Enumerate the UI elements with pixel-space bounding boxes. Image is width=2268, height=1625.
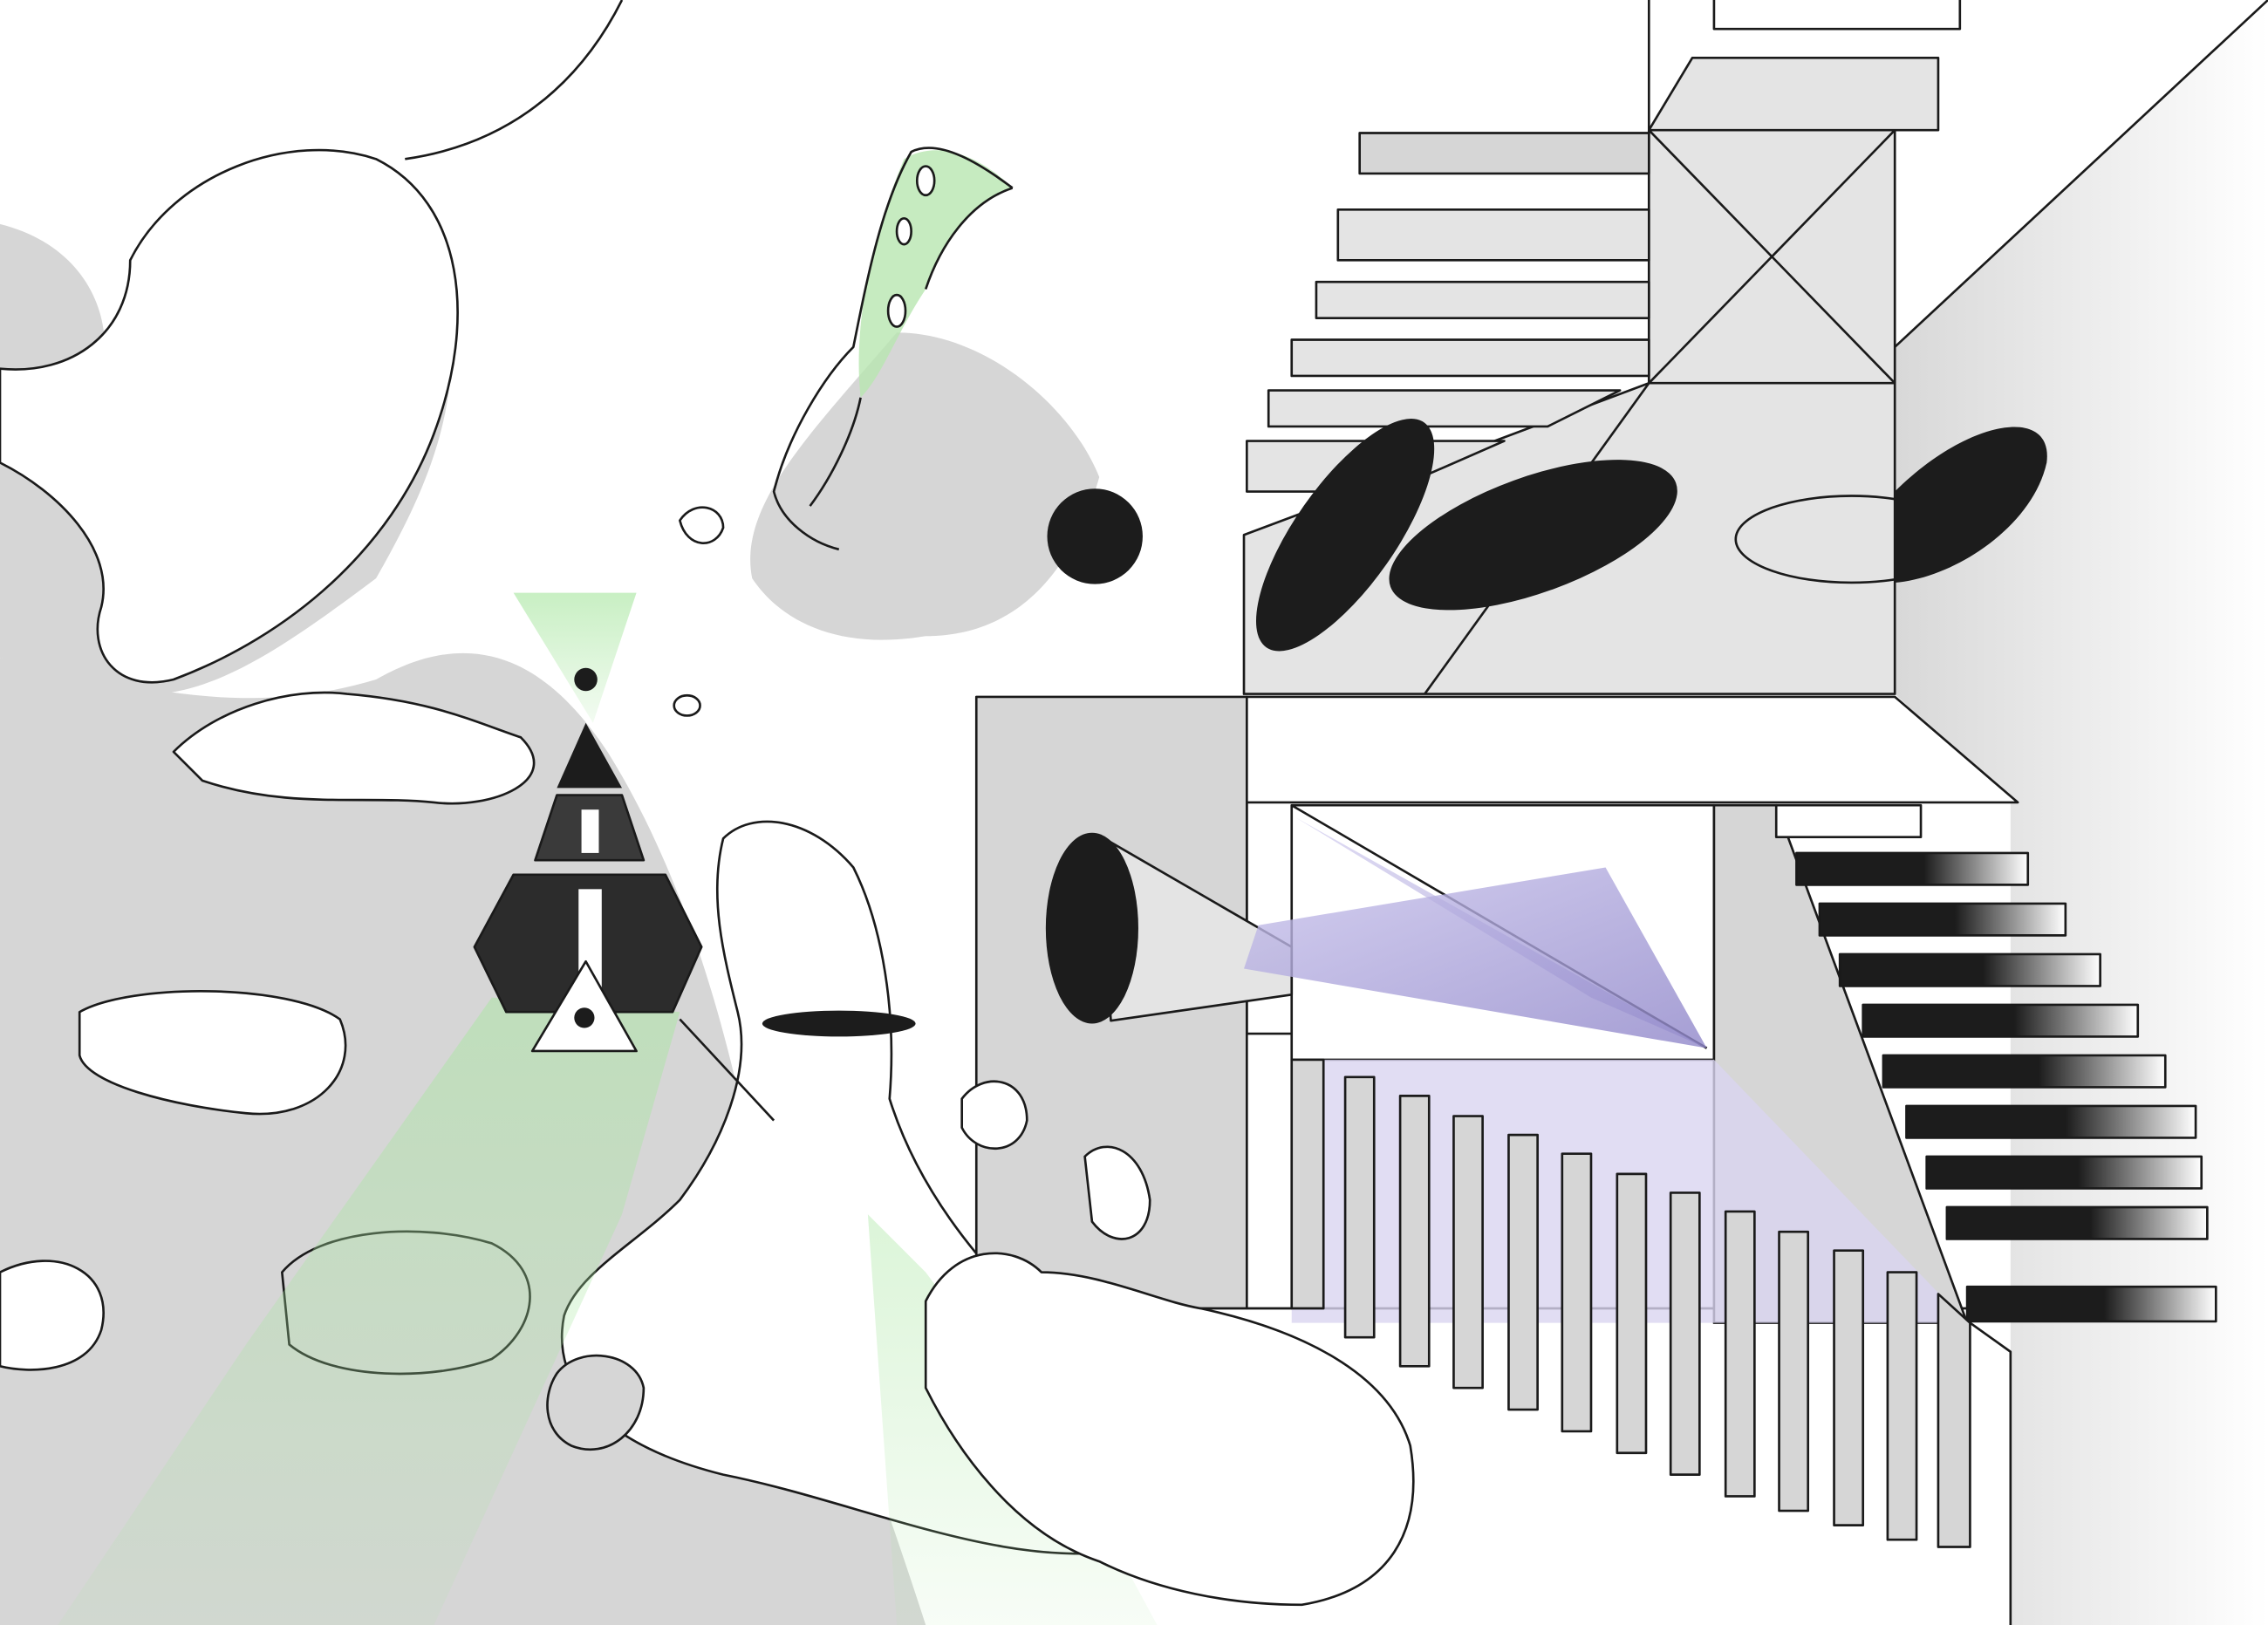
black-ellipse [1255, 419, 1435, 652]
black-ellipse [1389, 460, 1677, 611]
flat-black-ellipse [762, 1010, 916, 1037]
upper-staircase [1246, 132, 1650, 493]
black-circle-top [1047, 488, 1143, 584]
eye-dot [574, 1007, 595, 1028]
middle-block [974, 695, 2019, 1310]
foreground-clouds [924, 1080, 1415, 1607]
lower-colonnade [1290, 1058, 2012, 1625]
pyramid-tower [473, 667, 775, 1122]
bird-figure [673, 147, 1100, 717]
small-black-circle [574, 667, 598, 692]
black-half-ellipse [1895, 427, 2047, 583]
